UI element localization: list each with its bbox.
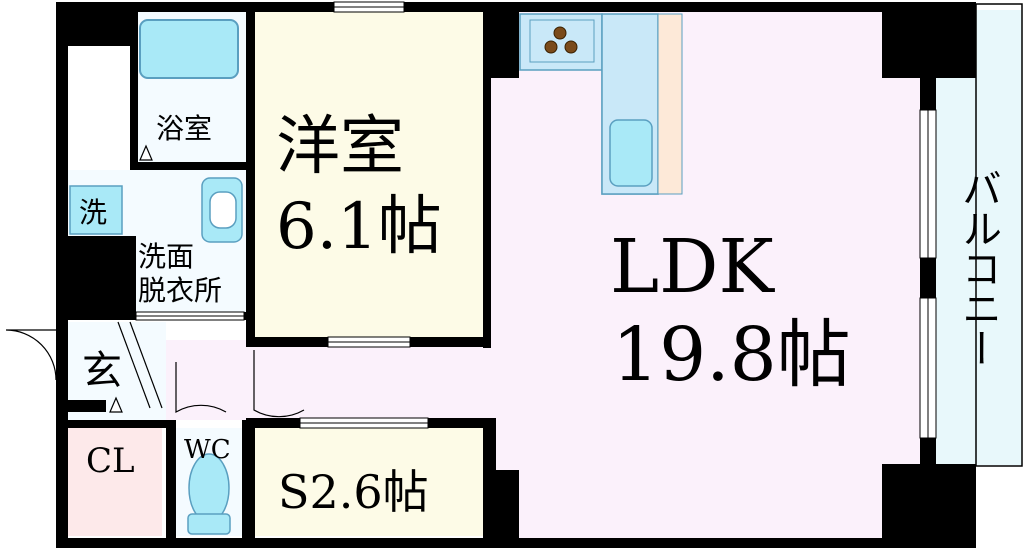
western-room-floor	[255, 12, 483, 337]
western-room-size: 6.1帖	[276, 190, 442, 264]
entrance-label: 玄	[82, 348, 122, 394]
balcony-floor	[935, 10, 1022, 465]
washer-space-icon	[69, 185, 123, 235]
wall-right	[920, 2, 936, 548]
step-marker-icon	[109, 396, 123, 413]
washbasin-bowl	[209, 191, 237, 229]
ldk-name: LDK	[610, 224, 775, 310]
washroom-label-line2: 脱衣所	[138, 274, 222, 307]
bath-label: 浴室	[156, 112, 212, 145]
wall-toilet-right	[242, 420, 254, 548]
burner-icon	[544, 40, 558, 54]
counter-extension	[657, 13, 683, 195]
storage-floor	[255, 428, 483, 536]
wall-closet-top	[56, 420, 176, 428]
wall-entrance-step	[56, 400, 106, 412]
western-room-name: 洋室	[276, 110, 404, 184]
toilet-label: WC	[184, 435, 231, 465]
burner-icon	[553, 26, 567, 40]
hall-door-swing	[253, 350, 305, 418]
wall-toilet-left	[166, 420, 176, 548]
fixtures	[69, 19, 243, 535]
stove-top	[529, 19, 595, 63]
ldk-size: 19.8帖	[612, 312, 851, 398]
ldk-floor	[490, 10, 922, 540]
closet-label: CL	[86, 441, 135, 481]
washroom-label-line1: 洗面	[138, 240, 194, 273]
kitchen	[519, 13, 683, 195]
labels: 洋室 6.1帖 LDK 19.8帖 S2.6帖 浴室 洗面 脱衣所 洗 玄 CL…	[79, 110, 1001, 519]
balcony-label: バルコニー	[955, 168, 1001, 368]
toilet-door-swing	[175, 362, 227, 414]
wall-western-right	[483, 2, 491, 348]
wall-bath-left	[130, 2, 138, 170]
sink-icon	[609, 119, 653, 187]
bathtub-icon	[139, 19, 239, 79]
closet-floor	[66, 428, 162, 536]
burner-icon	[564, 40, 578, 54]
doors	[5, 144, 305, 418]
windows	[135, 1, 1023, 467]
wall-storage-right	[483, 418, 496, 548]
wall-western-left	[246, 2, 255, 347]
wall-bath-bottom	[130, 162, 246, 170]
entrance-door-swing	[5, 329, 57, 381]
toilet-tank-icon	[187, 513, 231, 535]
step-marker-icon	[139, 144, 153, 161]
wall-left-block	[56, 236, 136, 320]
floors	[60, 10, 1022, 540]
washer-label: 洗	[79, 196, 107, 229]
storage-label: S2.6帖	[278, 465, 429, 519]
balcony-rail	[975, 3, 1023, 467]
